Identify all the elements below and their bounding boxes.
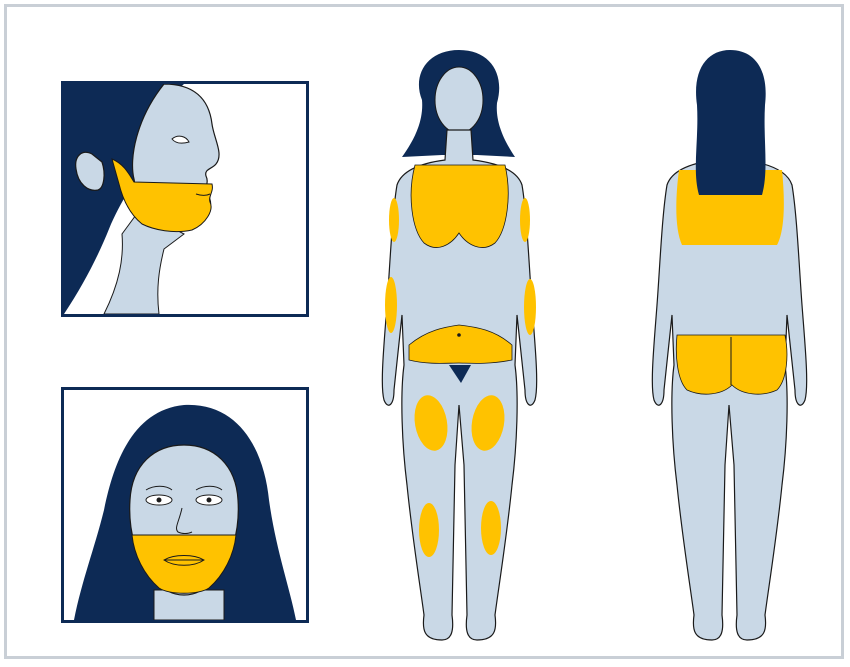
front-body-head bbox=[435, 67, 483, 133]
navel bbox=[457, 333, 461, 337]
back-body-hair bbox=[696, 50, 766, 195]
left-upper-arm-highlight bbox=[520, 198, 530, 242]
left-calf-highlight bbox=[481, 501, 501, 555]
buttocks-highlight bbox=[676, 335, 787, 394]
profile-head-panel bbox=[61, 81, 309, 317]
illustration-frame bbox=[4, 4, 844, 659]
right-forearm-highlight bbox=[385, 277, 397, 333]
front-face-panel bbox=[61, 387, 309, 623]
right-calf-highlight bbox=[419, 503, 439, 557]
back-body-figure bbox=[637, 45, 827, 650]
left-forearm-highlight bbox=[524, 279, 536, 335]
right-pupil bbox=[207, 498, 212, 503]
profile-head-illustration bbox=[64, 84, 306, 314]
right-upper-arm-highlight bbox=[389, 198, 399, 242]
front-face-illustration bbox=[64, 390, 306, 620]
front-body-figure bbox=[367, 45, 557, 650]
left-pupil bbox=[157, 498, 162, 503]
